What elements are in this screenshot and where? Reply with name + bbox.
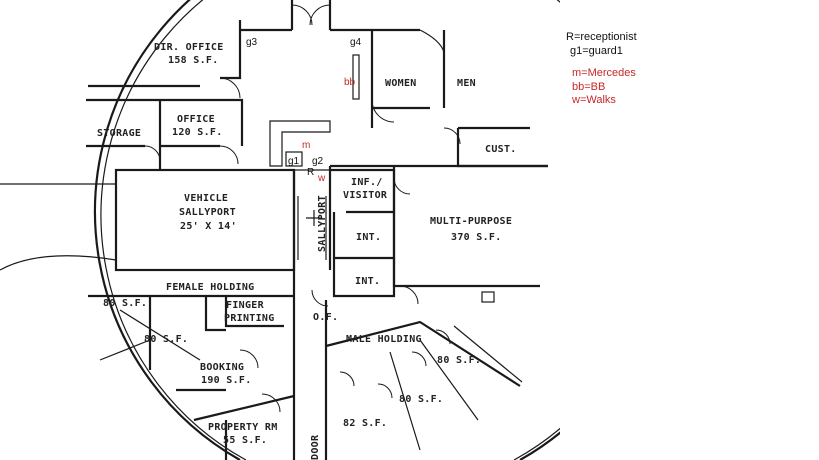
g1-marker: [285, 151, 303, 167]
south-corridor-door: [311, 289, 329, 307]
restroom-door-women: [371, 99, 395, 123]
inner-sallyport-cross: [306, 210, 322, 226]
label-female-holding: FEMALE HOLDING: [166, 282, 255, 293]
inf-visitor-door: [393, 177, 411, 195]
legend-guard: g1=guard1: [570, 44, 623, 57]
marker-g2: g2: [312, 156, 324, 167]
property-door: [261, 393, 281, 413]
male-cell-door-c: [411, 351, 427, 367]
label-cust: CUST.: [485, 144, 517, 155]
multi-purpose-door: [399, 285, 419, 305]
legend-bb: bb=BB: [572, 80, 606, 93]
label-women: WOMEN: [385, 78, 417, 89]
office-door: [219, 145, 239, 165]
label-booking-area: 190 S.F.: [201, 375, 252, 386]
dir-office-wall: [88, 20, 242, 88]
label-cell-80-a: 80 S.F.: [103, 298, 147, 309]
floor-plan: DIR. OFFICE 158 S.F. OFFICE 120 S.F. STO…: [0, 0, 560, 460]
label-int-1: INT.: [356, 232, 381, 243]
marker-g4: g4: [350, 37, 362, 48]
label-male-holding: MALE HOLDING: [346, 334, 422, 345]
label-cell-80-b: 80 S.F.: [144, 334, 188, 345]
female-cell-divider: [99, 309, 201, 361]
marker-r: R: [307, 167, 314, 178]
multi-purpose-wall: [392, 166, 540, 288]
outer-wall-inner: [100, 0, 560, 460]
bb-bench: [352, 54, 360, 100]
label-sallyport-dims: 25' X 14': [180, 221, 237, 232]
male-cell-door-d: [435, 329, 451, 345]
restroom-door-men: [443, 127, 461, 145]
label-door: DOOR: [310, 434, 321, 460]
label-multi-purpose: MULTI-PURPOSE: [430, 216, 512, 227]
booking-wall: [176, 388, 295, 460]
label-property-area: 55 S.F.: [223, 435, 267, 446]
storage-door: [144, 145, 161, 162]
multi-purpose-fixture: [481, 291, 495, 303]
corridor-wall-east: [328, 164, 548, 270]
legend-mercedes: m=Mercedes: [572, 67, 636, 79]
label-dir-office: DIR. OFFICE: [154, 42, 224, 53]
legend-spacer: [566, 58, 637, 67]
marker-bb: bb: [344, 77, 356, 88]
reception-desk: [269, 120, 331, 167]
marker-g1: g1: [288, 156, 300, 167]
label-of: O.F.: [313, 312, 338, 323]
office-wall: [86, 98, 244, 170]
drive-entry: [0, 183, 117, 271]
male-cell-door-b: [377, 383, 393, 399]
label-finger: FINGER: [226, 300, 265, 311]
label-sallyport: SALLYPORT: [179, 207, 236, 218]
booking-door: [239, 349, 259, 369]
label-vehicle: VEHICLE: [184, 193, 228, 204]
vehicle-sallyport-wall: [114, 168, 296, 272]
male-cell-door-a: [339, 371, 355, 387]
label-cell-82: 82 S.F.: [343, 418, 387, 429]
marker-g3: g3: [246, 37, 258, 48]
label-visitor: VISITOR: [343, 190, 388, 201]
inner-sallyport: [297, 196, 327, 260]
label-cell-80-d: 80 S.F.: [399, 394, 443, 405]
label-inf: INF./: [351, 177, 383, 188]
entry-door-swing: [291, 4, 331, 26]
label-men: MEN: [457, 78, 476, 89]
outer-wall: [93, 0, 560, 460]
label-booking: BOOKING: [200, 362, 244, 373]
marker-w: w: [317, 173, 326, 184]
label-storage: STORAGE: [97, 128, 141, 139]
legend-receptionist: R=receptionist: [566, 31, 637, 43]
legend-walks: w=Walks: [572, 94, 616, 106]
label-printing: PRINTING: [224, 313, 275, 324]
restroom-wall: [370, 30, 530, 130]
label-office-area: 120 S.F.: [172, 127, 223, 138]
men-room-curve: [419, 29, 445, 53]
label-sallyport-vertical: SALLYPORT: [317, 195, 328, 252]
label-property: PROPERTY RM: [208, 422, 278, 433]
dir-office-door: [219, 77, 241, 99]
label-dir-office-area: 158 S.F.: [168, 55, 219, 66]
label-cell-80-c: 80 S.F.: [437, 355, 481, 366]
label-multi-purpose-area: 370 S.F.: [451, 232, 502, 243]
marker-m: m: [302, 140, 310, 151]
legend: R=receptionist g1=guard1 m=Mercedes bb=B…: [566, 31, 637, 108]
label-int-2: INT.: [355, 276, 380, 287]
female-holding-wall: [88, 294, 294, 370]
male-holding-wall: [325, 320, 521, 387]
male-cell-dividers: [389, 325, 523, 451]
label-office: OFFICE: [177, 114, 215, 125]
